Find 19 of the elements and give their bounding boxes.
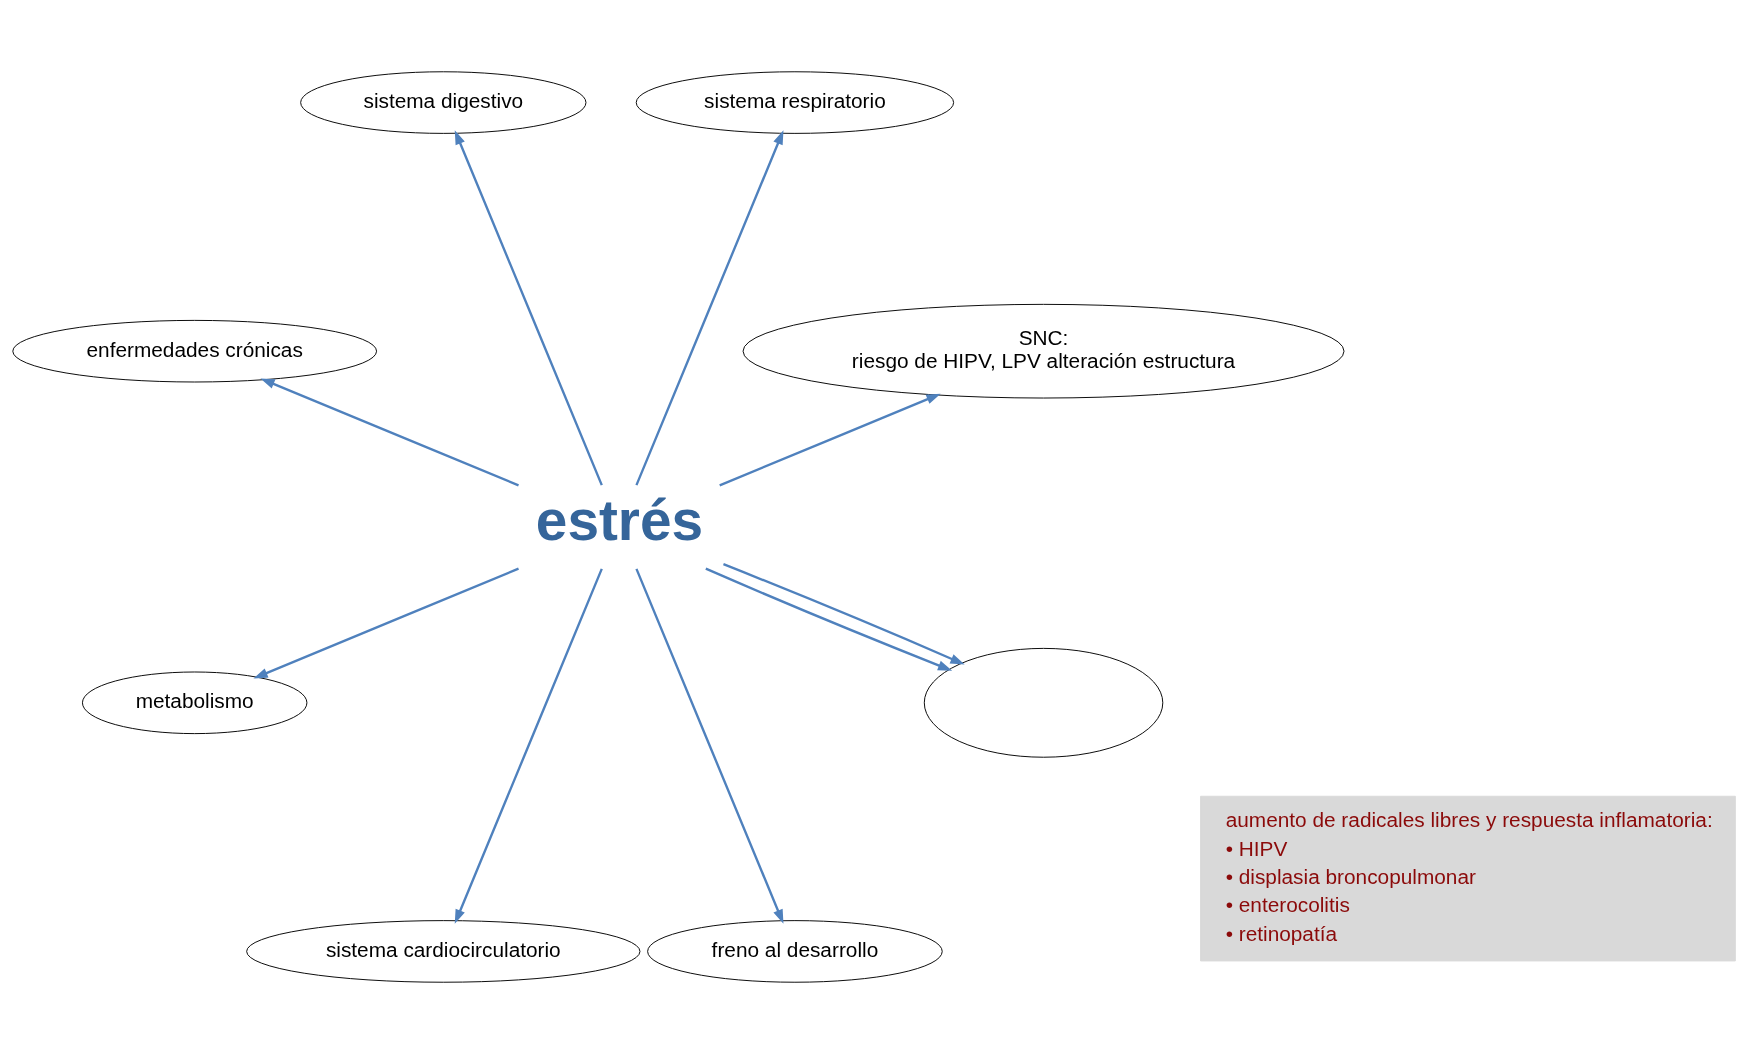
arrow xyxy=(705,567,953,671)
node-box: aumento de radicales libres y respuesta inflamatoria: • HIPV • displasia broncopulmonar • enterocolitis • retinopatía xyxy=(1200,795,1736,961)
arrow xyxy=(723,562,965,665)
node-text: estrés xyxy=(535,488,704,552)
node-ellipse: SNC: riesgo de HIPV, LPV alteración estructura xyxy=(742,303,1345,398)
arrow xyxy=(454,567,603,924)
node-ellipse: sistema respiratorio xyxy=(635,70,955,134)
node-ellipse: sistema digestivo xyxy=(300,70,587,134)
arrow xyxy=(260,377,519,486)
arrow xyxy=(454,129,603,486)
node-ellipse: sistema cardiocirculatorio xyxy=(246,919,641,983)
node-ellipse: metabolismo xyxy=(81,671,308,734)
arrow xyxy=(719,393,941,486)
node-ellipse: freno al desarrollo xyxy=(647,919,943,983)
arrow xyxy=(635,129,784,486)
node-ellipse xyxy=(923,647,1164,758)
arrow xyxy=(635,567,784,924)
arrow xyxy=(253,567,519,678)
node-ellipse: enfermedades crónicas xyxy=(12,319,378,382)
